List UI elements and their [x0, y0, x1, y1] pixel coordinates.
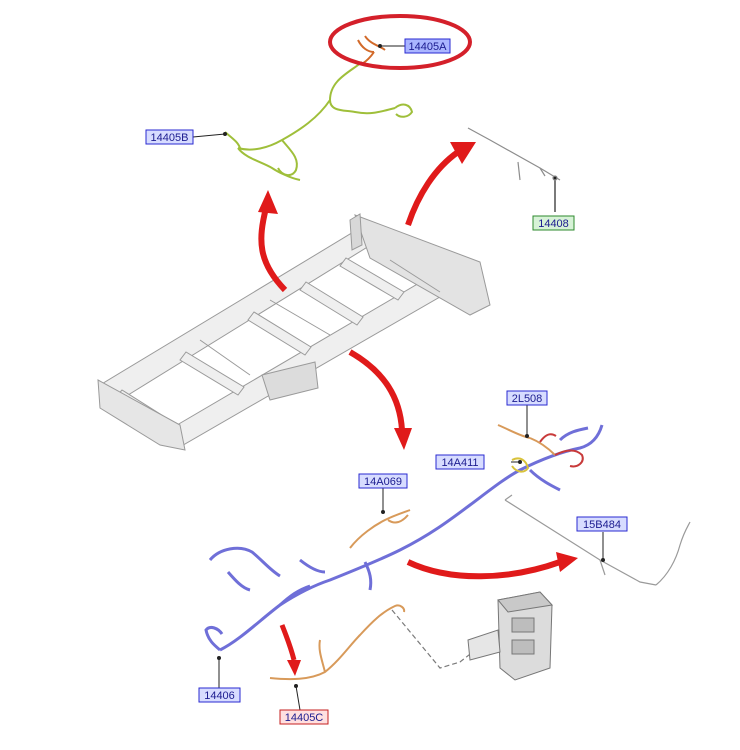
arrow-head-14405b: [258, 190, 278, 214]
harness-yellow-14a411: [511, 457, 530, 473]
label-14408-text: 14408: [538, 218, 569, 230]
harness-red-2l508: [539, 433, 584, 468]
label-15b484-text: 15B484: [583, 519, 621, 531]
label-2l508-text: 2L508: [512, 393, 543, 405]
label-14406[interactable]: 14406: [198, 687, 241, 703]
arrow-to-15b484: [406, 559, 562, 580]
arrow-to-lower-harness: [348, 349, 405, 431]
arrow-to-14408: [405, 149, 460, 226]
label-14a411[interactable]: 14A411: [435, 454, 485, 470]
label-14405c-text: 14405C: [285, 712, 324, 724]
label-14405a[interactable]: 14405A: [404, 38, 451, 54]
label-15b484[interactable]: 15B484: [576, 516, 628, 532]
label-14406-text: 14406: [204, 690, 235, 702]
label-14405b[interactable]: 14405B: [145, 129, 194, 145]
harness-orange: [269, 424, 556, 681]
label-14a069-text: 14A069: [364, 476, 402, 488]
arrow-head-14408: [450, 142, 476, 164]
arrow-head-lower: [394, 428, 412, 450]
arrow-head-15b484: [556, 552, 578, 572]
connector-14405a: [357, 35, 386, 65]
arrow-head-14405c: [287, 660, 301, 676]
arrow-to-14405b: [258, 207, 288, 293]
label-14a411-text: 14A411: [441, 457, 478, 469]
label-2l508[interactable]: 2L508: [506, 390, 548, 406]
label-14405b-text: 14405B: [151, 132, 189, 144]
arrow-to-14405c: [279, 624, 297, 661]
label-14405a-text: 14405A: [409, 41, 448, 53]
harness-14405b: [224, 61, 414, 181]
junction-box-component: [467, 591, 554, 681]
leader-dots: [217, 44, 605, 688]
leader-lines: [192, 45, 604, 711]
chassis-frame: [97, 213, 491, 451]
label-14a069[interactable]: 14A069: [358, 473, 408, 489]
highlight-ring: [328, 14, 472, 70]
harness-15b484: [504, 494, 691, 586]
label-14408[interactable]: 14408: [532, 215, 575, 231]
harness-14408: [467, 127, 561, 212]
direction-arrows: [258, 142, 578, 676]
label-14405c[interactable]: 14405C: [279, 709, 329, 725]
